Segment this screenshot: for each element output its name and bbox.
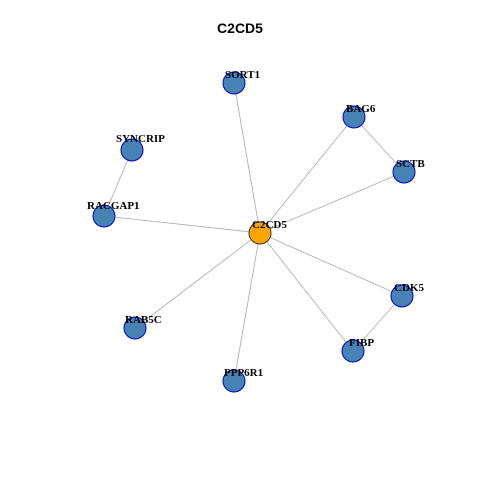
edges-layer [103, 82, 405, 382]
node-circle-bag6 [342, 105, 366, 129]
node-circle-ppp6r1 [222, 369, 246, 393]
edge-cdk5-fibp [352, 295, 403, 352]
node-racgap1: RACGAP1 [87, 200, 140, 228]
edge-bag6-sctb [353, 116, 405, 173]
node-fibp: FIBP [341, 337, 374, 363]
node-label-fibp: FIBP [349, 337, 374, 349]
node-label-rab5c: RAB5C [125, 314, 162, 326]
node-label-racgap1: RACGAP1 [87, 200, 140, 212]
node-label-sctb: SCTB [396, 158, 425, 170]
edge-c2cd5-cdk5 [259, 232, 403, 297]
node-ppp6r1: PPP6R1 [222, 367, 263, 393]
node-circle-fibp [341, 339, 365, 363]
node-label-syncrip: SYNCRIP [116, 133, 165, 145]
node-c2cd5: C2CD5 [248, 219, 287, 245]
edge-c2cd5-sort1 [233, 82, 261, 234]
edge-c2cd5-sctb [259, 171, 405, 234]
edge-c2cd5-racgap1 [103, 215, 261, 234]
figure-title: C2CD5 [217, 20, 263, 36]
node-sctb: SCTB [392, 158, 425, 184]
node-cdk5: CDK5 [390, 282, 424, 308]
node-rab5c: RAB5C [123, 314, 162, 340]
node-bag6: BAG6 [342, 103, 376, 129]
node-circle-c2cd5 [248, 221, 272, 245]
node-circle-sort1 [222, 71, 246, 95]
node-circle-rab5c [123, 316, 147, 340]
node-label-ppp6r1: PPP6R1 [224, 367, 263, 379]
node-circle-syncrip [120, 138, 144, 162]
node-label-bag6: BAG6 [346, 103, 376, 115]
node-sort1: SORT1 [222, 69, 260, 95]
node-label-cdk5: CDK5 [394, 282, 424, 294]
node-syncrip: SYNCRIP [116, 133, 165, 162]
edge-c2cd5-fibp [259, 232, 354, 352]
edge-c2cd5-ppp6r1 [233, 232, 261, 382]
node-circle-racgap1 [92, 204, 116, 228]
node-label-sort1: SORT1 [225, 69, 260, 81]
edge-c2cd5-rab5c [134, 232, 261, 329]
node-label-c2cd5: C2CD5 [252, 219, 287, 231]
node-circle-sctb [392, 160, 416, 184]
edge-c2cd5-bag6 [259, 116, 355, 234]
node-circle-cdk5 [390, 284, 414, 308]
edge-syncrip-racgap1 [103, 149, 133, 217]
